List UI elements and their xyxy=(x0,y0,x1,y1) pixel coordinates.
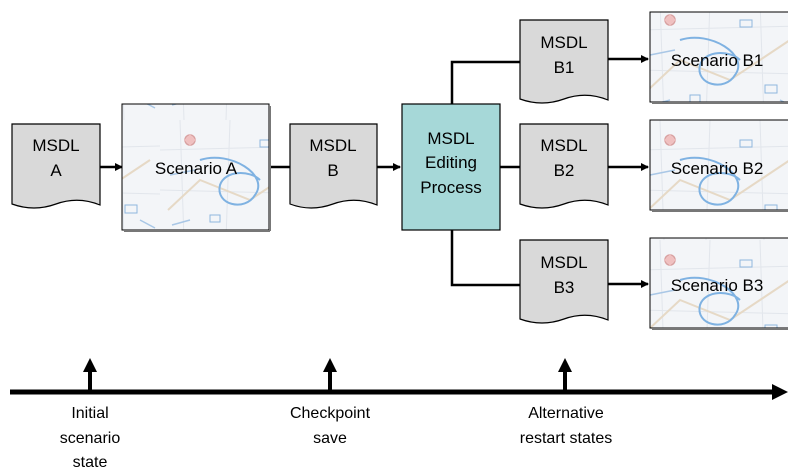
initial-line2: scenario xyxy=(60,430,121,447)
msdl-b1-document: MSDL B1 xyxy=(519,19,609,104)
msdl-a-line1: MSDL xyxy=(32,136,79,155)
scenario-b3-map: Scenario B3 xyxy=(649,237,788,330)
scenario-b3-label: Scenario B3 xyxy=(671,276,764,295)
checkpoint-line1: Checkpoint xyxy=(290,405,371,422)
scenario-b1-label: Scenario B1 xyxy=(671,51,764,70)
msdl-b1-line2: B1 xyxy=(554,58,575,77)
process-line3: Process xyxy=(420,178,481,197)
branch-to-msdl-b1 xyxy=(450,60,520,104)
timeline: Initial scenario state Checkpoint save A… xyxy=(10,358,788,470)
editing-process-box: MSDL Editing Process xyxy=(401,103,501,231)
connectors xyxy=(100,55,649,288)
branch-to-msdl-b3 xyxy=(450,230,520,287)
msdl-b-line1: MSDL xyxy=(309,136,356,155)
msdl-b2-line1: MSDL xyxy=(540,136,587,155)
msdl-a-line2: A xyxy=(50,161,62,180)
alternative-line2: restart states xyxy=(520,430,612,447)
msdl-a-document: MSDL A xyxy=(11,123,101,209)
process-line2: Editing xyxy=(425,153,477,172)
scenario-b1-map: Scenario B1 xyxy=(649,11,788,104)
initial-line1: Initial xyxy=(71,405,108,422)
scenario-a-label: Scenario A xyxy=(155,159,238,178)
process-line1: MSDL xyxy=(427,129,474,148)
alternative-line1: Alternative xyxy=(528,405,604,422)
checkpoint-line2: save xyxy=(313,430,347,447)
msdl-b-document: MSDL B xyxy=(289,123,378,209)
msdl-b3-document: MSDL B3 xyxy=(519,239,609,324)
msdl-b2-line2: B2 xyxy=(554,161,575,180)
msdl-b3-line1: MSDL xyxy=(540,253,587,272)
scenario-b2-map: Scenario B2 xyxy=(649,119,788,212)
msdl-b-line2: B xyxy=(327,161,338,180)
scenario-a-map: Scenario A xyxy=(121,103,271,232)
msdl-b2-document: MSDL B2 xyxy=(519,123,609,209)
timeline-arrowhead xyxy=(772,384,788,400)
msdl-b1-line1: MSDL xyxy=(540,33,587,52)
msdl-b3-line2: B3 xyxy=(554,278,575,297)
scenario-b2-label: Scenario B2 xyxy=(671,159,764,178)
initial-line3: state xyxy=(73,454,108,470)
